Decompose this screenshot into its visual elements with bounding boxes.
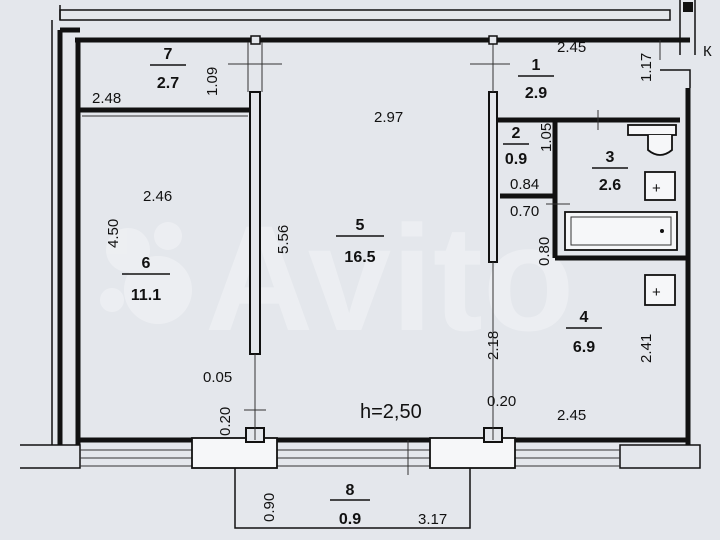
balcony <box>234 440 471 529</box>
dim-room1-width: 2.45 <box>557 39 586 56</box>
dim-partition-gap: 0.05 <box>203 369 232 386</box>
dim-room5-depth: 5.56 <box>275 225 292 254</box>
dim-bath-depth: 0.80 <box>536 237 553 266</box>
edge-mark: К <box>703 43 712 60</box>
dim-room6-depth: 4.50 <box>105 219 122 248</box>
ceiling-height-label: h=2,50 <box>360 401 422 423</box>
dim-room6-width: 2.46 <box>143 188 172 205</box>
room-number: 6 <box>142 255 151 272</box>
dim-room2-depth: 1.05 <box>538 123 555 152</box>
room-number: 3 <box>606 149 615 166</box>
dim-room7-depth: 1.09 <box>204 67 221 96</box>
dim-bath-gap: 0.70 <box>510 203 539 220</box>
room-6-label: 6 11.1 <box>122 255 170 304</box>
toilet-fixture <box>627 124 677 156</box>
bottom-windows <box>80 427 620 469</box>
room-4-label: 4 6.9 <box>566 309 602 356</box>
room-area: 2.7 <box>157 75 179 92</box>
dim-wall-stub-left: 0.20 <box>217 407 234 436</box>
top-outline <box>51 0 696 445</box>
room-number: 4 <box>580 309 589 326</box>
room-area: 2.6 <box>599 177 621 194</box>
room-1-label: 1 2.9 <box>518 57 554 102</box>
dim-balcony-depth: 0.90 <box>261 493 278 522</box>
dimension-ticks <box>228 40 661 205</box>
room-area: 16.5 <box>344 249 375 266</box>
svg-text:+: + <box>652 180 661 197</box>
dimension-labels: 2.48 1.09 2.45 1.17 2.97 5.56 2.46 4.50 … <box>92 39 655 528</box>
bathtub-fixture <box>564 211 678 251</box>
watermark: Avito <box>100 194 574 362</box>
dim-room4-width: 2.45 <box>557 407 586 424</box>
dim-partition-low: 2.18 <box>485 331 502 360</box>
svg-text:+: + <box>652 284 661 301</box>
room-7-label: 7 2.7 <box>150 46 186 92</box>
dim-room4-depth: 2.41 <box>638 334 655 363</box>
room-area: 2.9 <box>525 85 547 102</box>
dim-room5-width: 2.97 <box>374 109 403 126</box>
room-number: 8 <box>346 482 355 499</box>
interior-walls <box>78 35 691 440</box>
dim-balcony-width: 3.17 <box>418 511 447 528</box>
room-2-label: 2 0.9 <box>503 125 529 168</box>
room-number: 1 <box>532 57 541 74</box>
sink-fixture: + <box>644 171 676 201</box>
room-number: 2 <box>512 125 521 142</box>
room-3-label: 3 2.6 <box>592 149 628 194</box>
room-number: 7 <box>164 46 173 63</box>
room-8-label: 8 0.9 <box>330 482 370 528</box>
room-area: 6.9 <box>573 339 595 356</box>
dim-wall-stub-right: 0.20 <box>487 393 516 410</box>
room-5-label: 5 16.5 <box>336 217 384 266</box>
watermark-text: Avito <box>205 194 574 362</box>
room-area: 0.9 <box>339 511 361 528</box>
stove-fixture: + <box>644 274 676 306</box>
dim-room2-width: 0.84 <box>510 176 539 193</box>
room-number: 5 <box>356 217 365 234</box>
room-area: 11.1 <box>131 287 161 304</box>
dim-room7-width: 2.48 <box>92 90 121 107</box>
dim-room1-depth: 1.17 <box>638 53 655 82</box>
room-area: 0.9 <box>505 151 527 168</box>
